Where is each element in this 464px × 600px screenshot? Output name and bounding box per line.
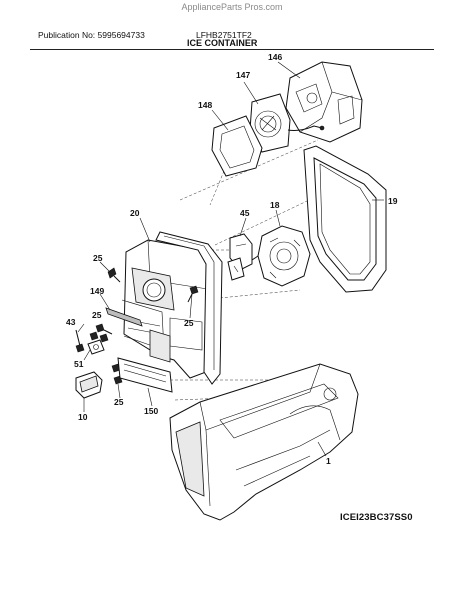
part-149-trim[interactable] [105, 307, 143, 327]
part-19-gasket[interactable] [303, 145, 387, 293]
callout-43: 43 [66, 317, 76, 327]
callout-146: 146 [268, 52, 282, 62]
part-10-paddle[interactable] [75, 371, 103, 399]
part-20-front-housing[interactable] [121, 231, 223, 385]
part-148-gasket-frame[interactable] [211, 115, 263, 177]
part-1-ice-bucket[interactable] [169, 363, 359, 521]
callout-148: 148 [198, 100, 212, 110]
callout-150: 150 [144, 406, 158, 416]
callout-19: 19 [388, 196, 398, 206]
part-45-bracket[interactable] [227, 233, 253, 281]
model-number: LFHB2751TF2 [196, 30, 252, 40]
watermark-text: ApplianceParts Pros.com [181, 2, 283, 12]
part-18-auger-motor[interactable] [251, 225, 311, 287]
callout-18: 18 [270, 200, 280, 210]
screw-cluster-25[interactable] [89, 323, 113, 343]
part-150-bottom-trim[interactable] [117, 329, 173, 393]
callout-25-right: 25 [184, 318, 194, 328]
callout-45: 45 [240, 208, 250, 218]
callout-1: 1 [326, 456, 331, 466]
screw-25-right[interactable] [187, 285, 199, 303]
callout-25-bottom: 25 [114, 397, 124, 407]
screw-25-top[interactable] [107, 267, 121, 283]
callout-147: 147 [236, 70, 250, 80]
page-title: ICE CONTAINER [187, 38, 258, 48]
part-146-housing[interactable] [285, 61, 363, 143]
callout-51: 51 [74, 359, 84, 369]
figure-code: ICEI23BC37SS0 [340, 512, 413, 523]
leader-lines [77, 61, 384, 457]
callout-149: 149 [90, 286, 104, 296]
callout-10: 10 [78, 412, 88, 422]
header-divider [30, 49, 434, 50]
publication-number: Publication No: 5995694733 [38, 30, 145, 40]
callout-25-top: 25 [93, 253, 103, 263]
callout-25-cluster: 25 [92, 310, 102, 320]
part-51-clip[interactable] [87, 339, 105, 355]
callout-20: 20 [130, 208, 140, 218]
part-43-pin[interactable] [75, 329, 85, 353]
part-147-fan-motor[interactable] [249, 93, 325, 153]
